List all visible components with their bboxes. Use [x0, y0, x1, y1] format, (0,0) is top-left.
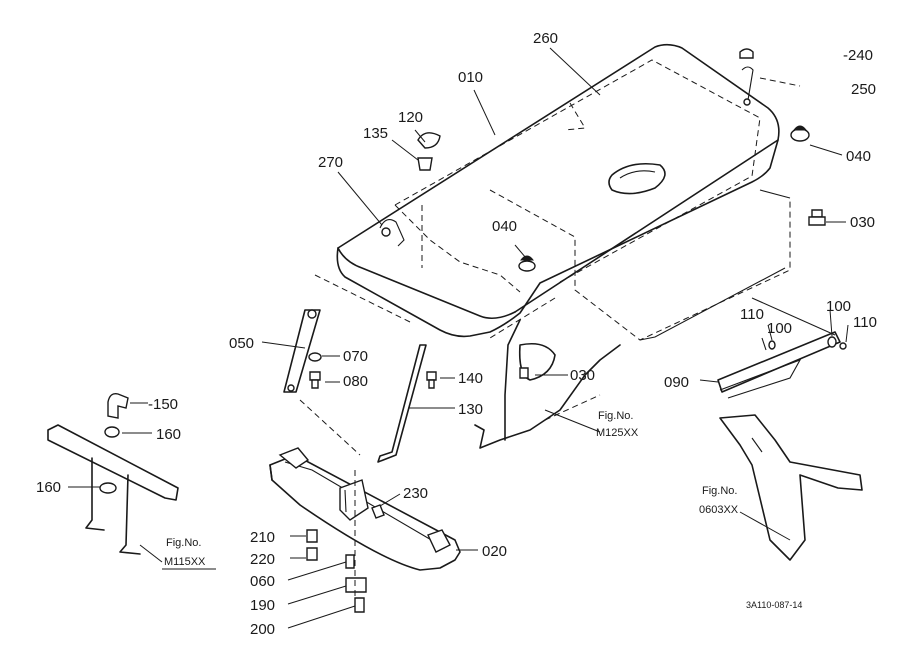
callout-210: 210 [250, 529, 275, 546]
callout-110-right: 110 [853, 314, 877, 331]
fig-ref-0603-label: Fig.No. [702, 485, 737, 497]
bracket-230 [339, 479, 369, 521]
callout-060: 060 [250, 573, 275, 590]
callout-040-right: 040 [846, 148, 871, 165]
bolt-200 [354, 597, 365, 613]
knob-120 [417, 132, 441, 149]
callout-260: 260 [533, 30, 558, 47]
callout-250: 250 [851, 81, 876, 98]
bolt-140 [426, 371, 437, 389]
callout-030-right: 030 [850, 214, 875, 231]
frame-0603 [719, 414, 863, 561]
drawing-code: 3A110-087-14 [746, 600, 802, 610]
fig-ref-m115-label: Fig.No. [166, 537, 201, 549]
callout-010: 010 [458, 69, 483, 86]
callout-080: 080 [343, 373, 368, 390]
bolt-230 [371, 504, 385, 519]
leader-lines [68, 47, 849, 629]
fig-ref-0603: Fig.No. 0603XX [699, 485, 739, 516]
clamp-150 [107, 392, 129, 419]
nut-160-left [99, 482, 117, 494]
bolt-030-right [808, 209, 826, 226]
grommet-135 [417, 157, 433, 171]
callout-230: 230 [403, 485, 428, 502]
callout-120: 120 [398, 109, 423, 126]
hood-010 [336, 43, 780, 338]
fig-ref-m115: Fig.No. M115XX [162, 537, 216, 570]
pin-110 [761, 337, 847, 351]
seal-270 [379, 205, 423, 268]
stay-050 [283, 274, 411, 456]
callout-labels: 260 -240 250 010 120 135 040 270 040 030… [36, 30, 877, 638]
nut-040-center [518, 255, 536, 272]
callout-140: 140 [458, 370, 483, 387]
callout-110-left: 110 [740, 306, 764, 323]
callout-130: 130 [458, 401, 483, 418]
plug-240 [739, 48, 754, 59]
callout-160-left: 160 [36, 479, 61, 496]
callout-030-center: 030 [570, 367, 595, 384]
callout-270: 270 [318, 154, 343, 171]
bolt-060 [345, 554, 355, 569]
washer-100 [768, 336, 837, 350]
side-panel-outline [489, 189, 791, 341]
callout-100-right: 100 [826, 298, 851, 315]
nut-160-top [104, 426, 120, 438]
callout-200: 200 [250, 621, 275, 638]
collar-220 [306, 547, 318, 561]
callout-190: 190 [250, 597, 275, 614]
fig-ref-m125-label: Fig.No. [598, 410, 633, 422]
washer-070 [308, 352, 322, 362]
callout-150: -150 [148, 396, 178, 413]
pin-250 [741, 66, 754, 106]
fig-ref-m125-code: M125XX [596, 427, 639, 439]
callout-070: 070 [343, 348, 368, 365]
callout-090: 090 [664, 374, 689, 391]
callout-135: 135 [363, 125, 388, 142]
callout-220: 220 [250, 551, 275, 568]
callout-160-top: 160 [156, 426, 181, 443]
nut-040-top [790, 125, 810, 142]
cross-bracket [47, 424, 179, 555]
fig-ref-m115-code: M115XX [164, 556, 206, 568]
grommet-210 [306, 529, 318, 543]
callout-020: 020 [482, 543, 507, 560]
bolt-080 [309, 371, 321, 389]
bolt-030-center [519, 367, 529, 379]
callout-240: -240 [843, 47, 873, 64]
callout-100-left: 100 [767, 320, 792, 337]
rod-130 [377, 344, 427, 463]
hinge-090 [717, 297, 841, 399]
callout-050: 050 [229, 335, 254, 352]
fig-ref-m125: Fig.No. M125XX [596, 410, 639, 439]
callout-040-center: 040 [492, 218, 517, 235]
front-bumper-020 [269, 447, 461, 571]
plate-190 [345, 577, 367, 593]
fig-ref-0603-code: 0603XX [699, 504, 739, 516]
